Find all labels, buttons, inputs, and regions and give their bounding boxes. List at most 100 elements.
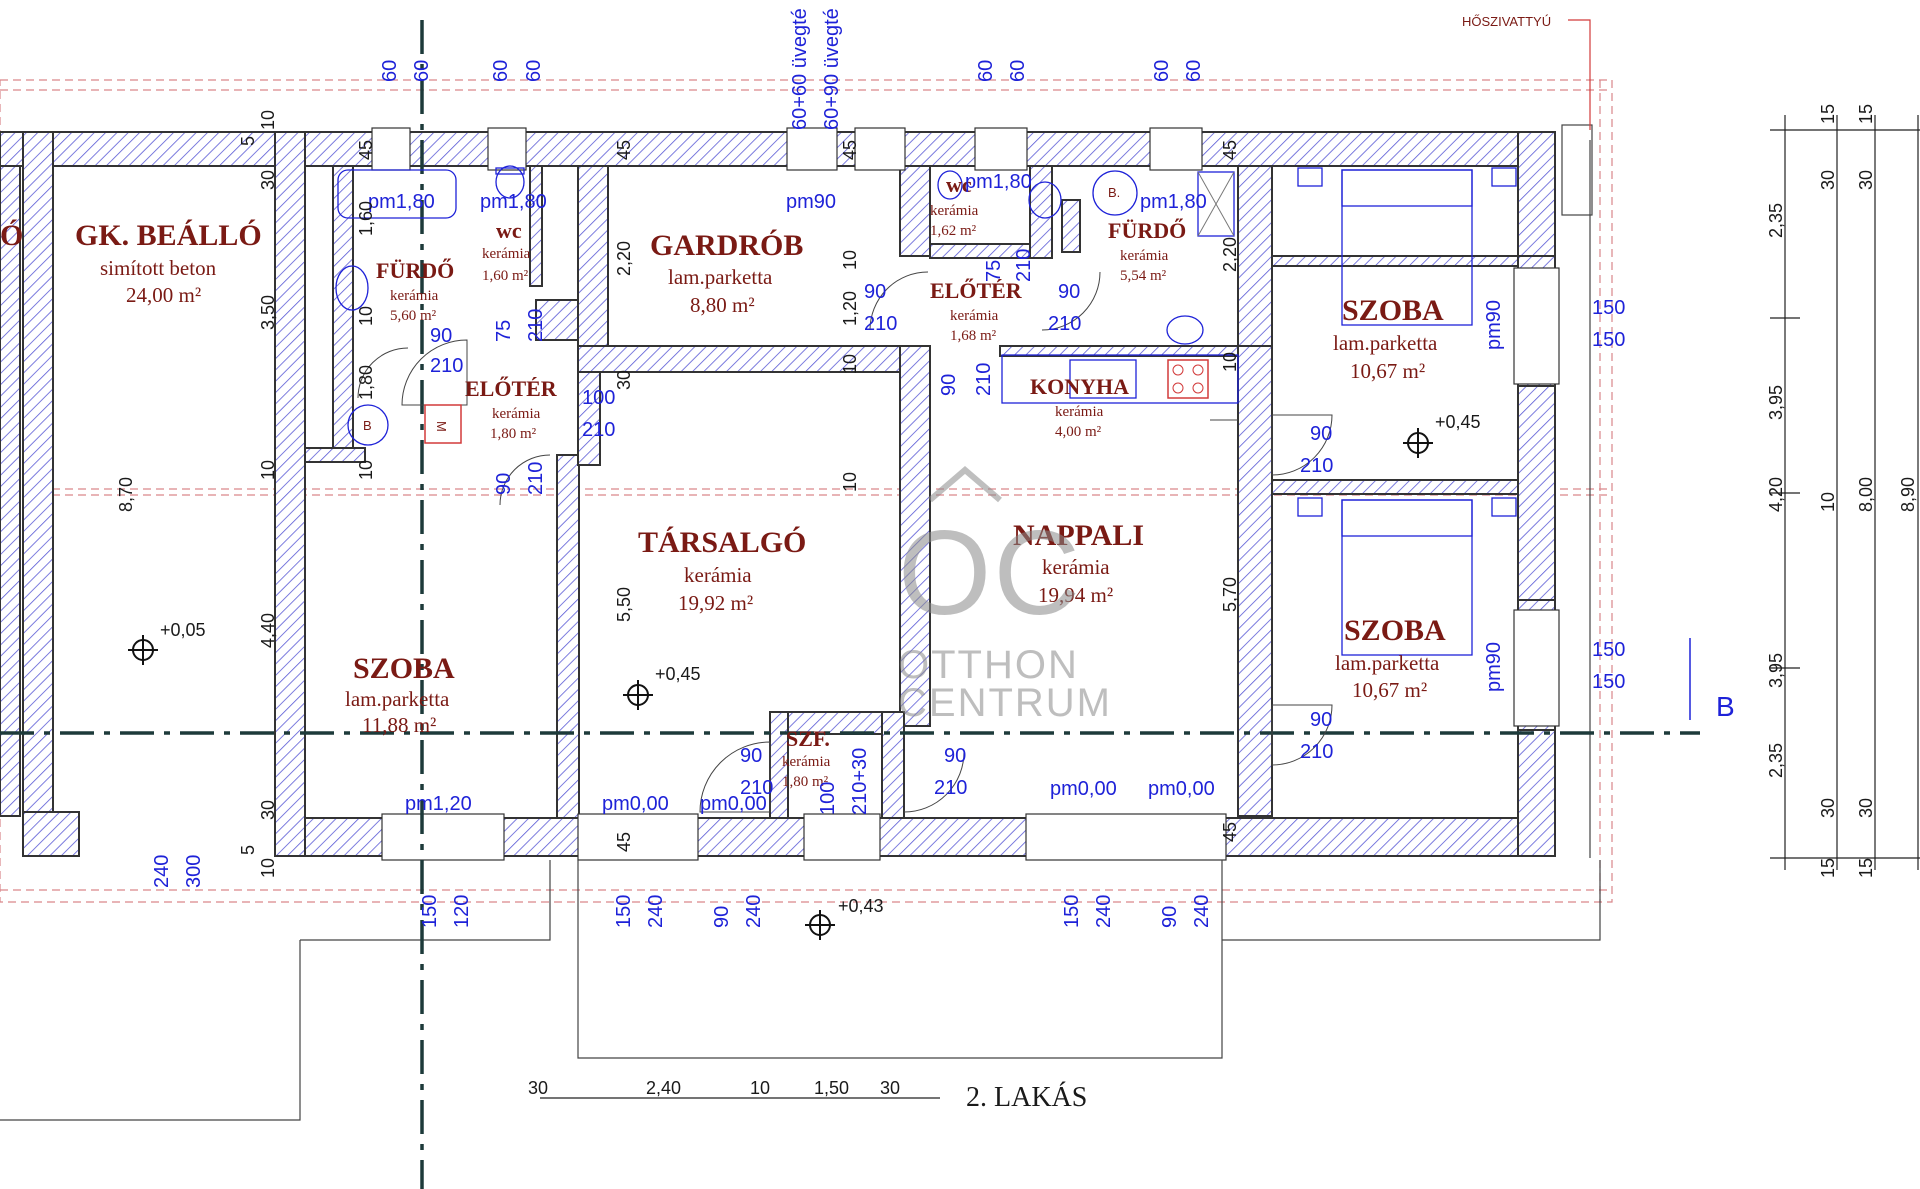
level-label-1: +0,05: [160, 620, 206, 640]
room-area-wc-1: 1,60 m²: [482, 268, 529, 284]
window-note-1: 60+60 üvegté: [789, 8, 811, 130]
parapet-label-2: pm1,80: [480, 191, 547, 213]
top-opening-8: 60: [1183, 60, 1205, 82]
window-label-2: 150: [1592, 329, 1625, 351]
wall-dim-21: 30: [614, 370, 634, 390]
room-name-tarsalgo: TÁRSALGÓ: [638, 526, 806, 559]
door-label-17: 90: [1310, 423, 1332, 445]
door-swings: [357, 271, 1333, 813]
door-label-1: 90: [430, 325, 452, 347]
wall-dim-2: 5: [238, 136, 258, 146]
bottom-chain-3: 10: [750, 1078, 770, 1098]
bottom-chain-5: 30: [880, 1078, 900, 1098]
right-dim-3c: 8,00: [1856, 477, 1876, 512]
room-material-szoba-3: lam.parketta: [1335, 651, 1440, 675]
door-label-8: 210: [525, 462, 547, 495]
door-label-12: 210: [1013, 249, 1035, 282]
openings: [371, 127, 1560, 861]
room-name-eloter-2: ELŐTÉR: [930, 278, 1023, 303]
right-dim-1e: 2,35: [1766, 743, 1786, 778]
top-opening-labels: 60 60 60 60 60 60 60 60: [379, 60, 1205, 82]
wall-dim-6: 4,40: [258, 613, 278, 648]
parapet-label-10: pm0,00: [700, 793, 767, 815]
bottom-opening-12: 300: [183, 855, 205, 888]
right-dim-2b: 30: [1818, 170, 1838, 190]
parapet-label-12: pm0,00: [1148, 778, 1215, 800]
section-marker-b: B: [1716, 691, 1735, 722]
wall-dim-24: 45: [840, 140, 860, 160]
room-name-wc-1: wc: [496, 218, 522, 243]
room-name-szoba-1: SZOBA: [353, 652, 455, 685]
parapet-label-3: pm90: [786, 191, 836, 213]
right-dim-3b: 30: [1856, 170, 1876, 190]
room-material-tarsalgo: kerámia: [684, 563, 752, 587]
top-opening-7: 60: [1151, 60, 1173, 82]
right-dim-1d: 3,95: [1766, 653, 1786, 688]
wall-dim-9: 5: [238, 845, 258, 855]
room-material-eloter-2: kerámia: [950, 308, 999, 324]
bottom-opening-1: 150: [419, 895, 441, 928]
room-material-konyha: kerámia: [1055, 404, 1104, 420]
wall-dimensions: 10 5 30 3,50 8,70 4,40 10 30 5 10 45 1,6…: [116, 110, 1240, 878]
room-area-szf: 1,80 m²: [782, 774, 829, 790]
parapet-label-11: pm0,00: [1050, 778, 1117, 800]
pump-label: HŐSZIVATTYÚ: [1462, 14, 1551, 29]
right-dim-3a: 15: [1856, 104, 1876, 124]
bottom-opening-5: 90: [711, 906, 733, 928]
terrace-outline: [0, 140, 1601, 1121]
window-notes: 60+60 üvegté 60+90 üvegté: [789, 8, 843, 130]
wall-dim-11: 45: [356, 140, 376, 160]
wall-dim-19: 1,20: [840, 291, 860, 326]
top-opening-3: 60: [490, 60, 512, 82]
door-label-13: 90: [1058, 281, 1080, 303]
boiler-tag-2: B.: [1108, 185, 1120, 200]
level-label-4: +0,43: [838, 896, 884, 916]
wall-dim-7: 10: [258, 460, 278, 480]
top-opening-2: 60: [411, 60, 433, 82]
wall-dim-5: 8,70: [116, 477, 136, 512]
room-name-furdo-1: FÜRDŐ: [376, 258, 454, 283]
wall-dim-1: 10: [258, 110, 278, 130]
room-area-szoba-1: 11,88 m²: [362, 713, 436, 737]
room-material-szoba-1: lam.parketta: [345, 687, 450, 711]
parapet-label-8: pm1,20: [405, 793, 472, 815]
door-label-20: 210: [1300, 741, 1333, 763]
watermark-mark: OC: [898, 506, 1082, 640]
parapet-label-1: pm1,80: [368, 191, 435, 213]
room-area-nappali: 19,94 m²: [1038, 583, 1113, 607]
room-name-wc-2: wc: [946, 172, 972, 197]
level-markers: [128, 428, 1433, 940]
door-label-6: 210: [582, 419, 615, 441]
door-label-11: 75: [983, 260, 1005, 282]
room-material-nappali: kerámia: [1042, 555, 1110, 579]
wall-dim-20: 10: [840, 354, 860, 374]
parapet-label-7: pm90: [1483, 642, 1505, 692]
right-dim-3d: 30: [1856, 798, 1876, 818]
wall-dim-25: 45: [1220, 140, 1240, 160]
door-label-22: 210: [740, 777, 773, 799]
room-area-eloter-1: 1,80 m²: [490, 426, 537, 442]
bottom-opening-7: 150: [1061, 895, 1083, 928]
room-name-szoba-2: SZOBA: [1342, 294, 1444, 327]
bottom-opening-2: 120: [451, 895, 473, 928]
room-area-gk-beallo: 24,00 m²: [126, 283, 201, 307]
room-area-szoba-3: 10,67 m²: [1352, 678, 1427, 702]
bottom-chain-labels: 30 2,40 10 1,50 30: [528, 1078, 900, 1098]
wall-dim-14: 1,80: [356, 365, 376, 400]
bottom-opening-labels: 150 120 150 240 90 240 150 240 90 240 24…: [151, 855, 1213, 928]
door-label-9: 90: [864, 281, 886, 303]
door-label-24: 210: [934, 777, 967, 799]
room-material-wc-1: kerámia: [482, 246, 531, 262]
room-area-wc-2: 1,62 m²: [930, 223, 977, 239]
right-dim-2c: 10: [1818, 492, 1838, 512]
room-name-gk-beallo: GK. BEÁLLÓ: [75, 219, 262, 252]
level-label-2: +0,45: [655, 664, 701, 684]
door-label-5: 100: [582, 387, 615, 409]
door-label-2: 210: [430, 355, 463, 377]
bottom-opening-8: 240: [1093, 895, 1115, 928]
door-label-21: 90: [740, 745, 762, 767]
wall-dim-18: 10: [840, 250, 860, 270]
bottom-opening-9: 90: [1159, 906, 1181, 928]
parapet-label-6: pm90: [1483, 300, 1505, 350]
window-label-1: 150: [1592, 297, 1625, 319]
